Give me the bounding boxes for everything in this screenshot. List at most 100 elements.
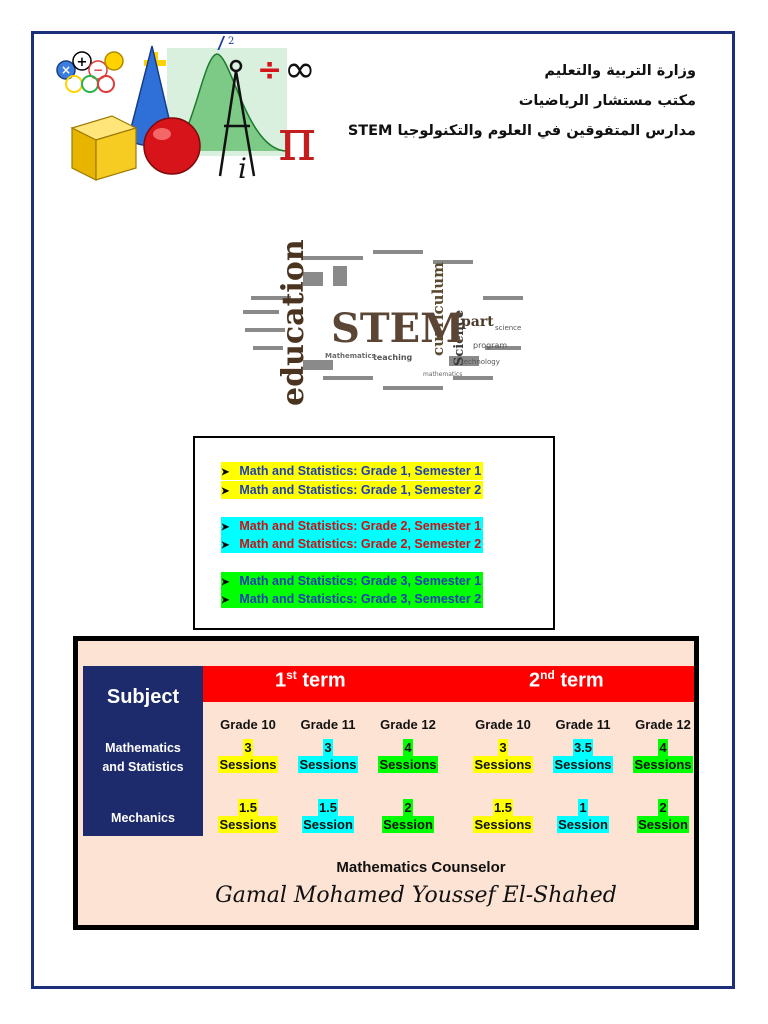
session-count: 4 [658,739,668,756]
session-count: 1.5 [237,799,259,816]
grade-header: Grade 10 [220,717,276,732]
sphere-icon [143,117,201,175]
word-science-vertical: Science [452,310,467,366]
session-count: 3 [323,739,333,756]
arrow-bullet-icon: ➤ [221,577,230,588]
term-suffix: nd [540,668,555,682]
session-unit: Session [382,816,434,833]
session-unit: Sessions [218,756,278,773]
subject-line: Mechanics [111,811,175,825]
term-suffix: st [286,668,297,682]
word-teaching: teaching [373,353,413,362]
arrow-bullet-icon: ➤ [221,522,230,533]
word-education: education [276,239,311,406]
word-technology: technology [461,358,500,366]
course-label: Math and Statistics: Grade 2, Semester 2 [239,537,482,551]
grade-header: Grade 12 [635,717,691,732]
subject-header: Subject [106,686,180,708]
term-1-header: 1st term [275,668,346,693]
minus-icon: − [93,63,103,77]
cube-icon [70,115,138,181]
arrow-bullet-icon: ➤ [221,540,230,551]
session-count: 1 [578,799,588,816]
counselor-title: Mathematics Counselor [336,859,506,876]
course-item[interactable]: ➤ Math and Statistics: Grade 2, Semester … [221,535,484,553]
session-unit: Sessions [378,756,438,773]
term-header-bar: 1st term 2nd term [203,666,694,702]
course-label: Math and Statistics: Grade 1, Semester 2 [239,483,482,497]
course-item[interactable]: ➤ Math and Statistics: Grade 1, Semester … [221,481,484,499]
session-count: 1.5 [317,799,339,816]
imaginary-i-text: i [238,152,247,185]
term-number: 2 [529,669,541,692]
word-mathematics-small: mathematics [423,371,462,378]
word-curriculum: curriculum [429,262,447,356]
course-list-box: ➤ Math and Statistics: Grade 1, Semester … [193,436,555,630]
compass-icon [218,59,256,177]
course-label: Math and Statistics: Grade 3, Semester 1 [239,574,482,588]
term-2-header: 2nd term [529,668,604,693]
course-item[interactable]: ➤ Math and Statistics: Grade 3, Semester … [221,572,484,590]
arrow-bullet-icon: ➤ [221,467,230,478]
word-mathematics: Mathematics [325,352,376,360]
arrow-bullet-icon: ➤ [221,486,230,497]
course-item[interactable]: ➤ Math and Statistics: Grade 1, Semester … [221,462,484,480]
word-science: science [495,324,521,332]
word-program: program [473,341,507,350]
subject-mathematics: Mathematics and Statistics [83,739,203,777]
session-unit: Sessions [473,816,533,833]
course-label: Math and Statistics: Grade 3, Semester 2 [239,592,482,606]
course-label: Math and Statistics: Grade 1, Semester 1 [239,464,482,478]
session-unit: Sessions [298,756,358,773]
stem-wordcloud-image: education curriculum Science STEM part s… [233,236,538,414]
seven-squared-text: 7 [212,36,229,57]
subject-line: and Statistics [102,760,184,774]
times-icon: × [61,63,71,77]
ministry-line-1: وزارة التربية والتعليم [544,63,696,79]
session-count: 2 [658,799,668,816]
grade-header: Grade 12 [380,717,436,732]
session-unit: Session [557,816,609,833]
course-item[interactable]: ➤ Math and Statistics: Grade 3, Semester … [221,590,484,608]
word-stem: STEM [331,305,464,352]
subject-mechanics: Mechanics [83,809,203,828]
session-count: 1.5 [492,799,514,816]
session-count: 2 [403,799,413,816]
page-frame [31,31,735,989]
operator-icons: × + − [56,51,124,93]
term-label: term [554,669,604,692]
session-unit: Sessions [218,816,278,833]
exponent-text: 2 [228,36,234,47]
session-count: 3 [243,739,253,756]
session-unit: Session [302,816,354,833]
ministry-header: وزارة التربية والتعليم مكتب مستشار الريا… [336,56,696,146]
term-number: 1 [275,669,287,692]
session-count: 3 [498,739,508,756]
plus-icon: + [77,55,88,70]
grade-header: Grade 11 [300,717,356,732]
filler-words [243,250,523,390]
session-count: 4 [403,739,413,756]
schedule-table: Subject Mathematics and Statistics Mecha… [73,636,699,930]
course-label: Math and Statistics: Grade 2, Semester 1 [239,519,482,533]
session-unit: Sessions [473,756,533,773]
session-unit: Sessions [633,756,693,773]
arrow-bullet-icon: ➤ [221,595,230,606]
infinity-icon: ∞ [284,47,316,91]
ministry-line-3: مدارس المتفوقين في العلوم والتكنولوجيا S… [347,123,696,139]
grade-header: Grade 11 [555,717,611,732]
divide-icon: ÷ [257,53,282,88]
session-count: 3.5 [572,739,594,756]
course-item[interactable]: ➤ Math and Statistics: Grade 2, Semester … [221,517,484,535]
subject-column: Subject Mathematics and Statistics Mecha… [83,666,203,836]
pi-icon: π [278,106,316,174]
